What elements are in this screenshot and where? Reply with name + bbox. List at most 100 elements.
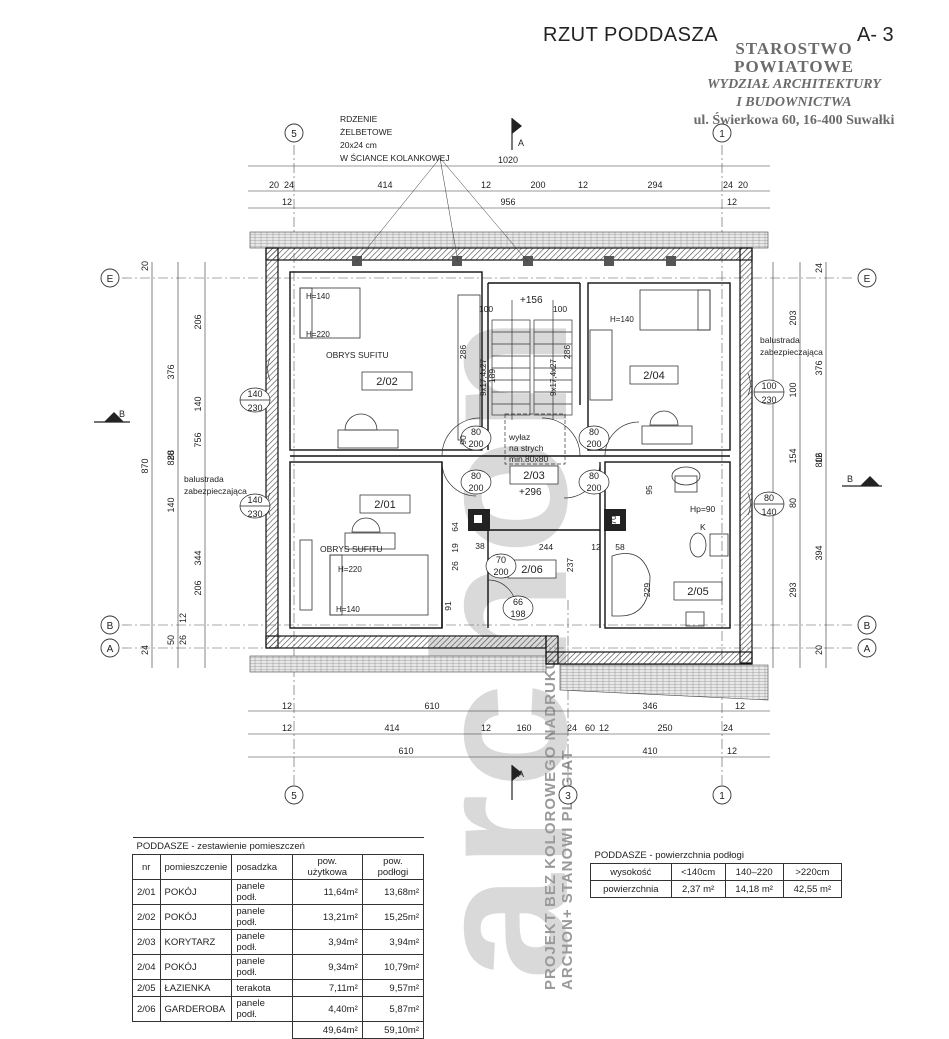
dim-label: 206	[193, 314, 203, 329]
table-cell: 2/04	[132, 954, 161, 980]
axis-label: 1	[719, 791, 725, 802]
opening-label: 198	[510, 609, 525, 619]
balustrade-note: zabezpieczająca	[184, 486, 247, 496]
axis-marker-E-left	[100, 268, 120, 288]
height-note: H=220	[338, 565, 362, 574]
inner-dim: 286	[458, 345, 468, 359]
opening-label: 66	[513, 597, 523, 607]
hatch-note: na strych	[509, 443, 544, 453]
section-marker-A-top: A	[511, 118, 524, 150]
table-total: 59,10m²	[361, 1021, 425, 1039]
area-table-label: powierzchnia	[590, 880, 672, 898]
dim-label: 12	[178, 613, 188, 623]
ceiling-outline-label: OBRYS SUFITU	[320, 544, 383, 554]
roof-edge-bottom-left	[249, 655, 547, 673]
opening-label: 80	[764, 493, 774, 503]
balustrade-note: balustrada	[184, 474, 224, 484]
dim-label: 60	[585, 723, 595, 733]
axis-marker-B-left	[100, 615, 120, 635]
inner-dim: 12	[591, 542, 601, 552]
opening-label: 70	[496, 555, 506, 565]
room-table-header: pomieszczenie	[159, 854, 233, 880]
dim-label: 346	[642, 701, 657, 711]
dim-label: 1020	[498, 155, 518, 165]
dim-label: 100	[788, 382, 798, 397]
table-cell: terakota	[231, 979, 293, 997]
table-cell: KORYTARZ	[159, 929, 233, 955]
stair-note: 9x17,4x27	[479, 359, 488, 396]
height-note: Hp=90	[690, 504, 716, 514]
dim-label: 80	[788, 498, 798, 508]
opening-label: 80	[589, 427, 599, 437]
stairs	[491, 300, 573, 420]
opening-label: 200	[468, 483, 483, 493]
dim-label: 140	[166, 497, 176, 512]
table-cell: >220cm	[782, 863, 843, 881]
dim-label: 610	[398, 746, 413, 756]
furniture	[299, 287, 729, 627]
dim-label: 24	[567, 723, 577, 733]
opening-label: 230	[247, 509, 262, 519]
opening-label: 200	[468, 439, 483, 449]
room-table-header: nr	[132, 854, 161, 880]
section-marker-A-bottom: A	[511, 765, 524, 800]
table-row: 2/06 GARDEROBA panele podł. 4,40m² 5,87m…	[132, 996, 425, 1022]
inner-dim: 100	[553, 304, 567, 314]
opening-label: 200	[493, 567, 508, 577]
table-cell: POKÓJ	[159, 904, 233, 930]
axis-label: A	[107, 644, 114, 655]
opening-label: 200	[586, 483, 601, 493]
core-note: RDZENIE	[340, 114, 378, 124]
axis-label: E	[864, 274, 871, 285]
walls	[265, 247, 753, 665]
dim-label: 140	[193, 396, 203, 411]
axis-label: B	[107, 621, 114, 632]
axis-marker-A-left	[100, 638, 120, 658]
axis-label: 1	[719, 129, 725, 140]
dim-label: 12	[282, 723, 292, 733]
inner-dim: 286	[562, 345, 572, 359]
inner-dim: 100	[479, 304, 493, 314]
room-table-header: pow. podłogi	[361, 854, 425, 880]
hatch-note: wyłaz	[508, 432, 530, 442]
inner-dim: 189	[487, 369, 497, 383]
table-cell: ŁAZIENKA	[159, 979, 233, 997]
k-note: K	[700, 522, 706, 532]
table-cell: GARDEROBA	[159, 996, 233, 1022]
opening-label: 140	[247, 389, 262, 399]
balustrade-note: zabezpieczająca	[760, 347, 823, 357]
dim-label: 154	[788, 448, 798, 463]
table-row: 2/05 ŁAZIENKA terakota 7,11m² 9,57m²	[132, 979, 425, 997]
dim-label: 20	[140, 261, 150, 271]
opening-label: 80	[471, 471, 481, 481]
dim-label: 12	[481, 723, 491, 733]
page-title: RZUT PODDASZA	[543, 24, 719, 46]
table-cell: 9,57m²	[361, 979, 425, 997]
room-label-2-03: 2/03	[523, 470, 544, 482]
room-table-header: pow. użytkowa	[291, 854, 363, 880]
table-total: 49,64m²	[291, 1021, 363, 1039]
dim-label: 24	[723, 180, 733, 190]
table-cell: 14,18 m²	[724, 880, 784, 898]
doors	[267, 357, 751, 609]
height-note: H=140	[610, 315, 634, 324]
dim-label: 410	[642, 746, 657, 756]
dim-label: 250	[657, 723, 672, 733]
office-stamp: STAROSTWO POWIATOWE WYDZIAŁ ARCHITEKTURY…	[676, 40, 912, 130]
table-cell: POKÓJ	[159, 879, 233, 905]
opening-label: 80	[471, 427, 481, 437]
svg-text:B: B	[847, 474, 853, 484]
dim-label: 12	[578, 180, 588, 190]
axis-label: 3	[565, 791, 571, 802]
inner-dim: 95	[644, 485, 654, 495]
dim-label: 12	[599, 723, 609, 733]
room-table-title: PODDASZE - zestawienie pomieszczeń	[132, 837, 424, 855]
dim-label: 12	[481, 180, 491, 190]
table-cell: 42,55 m²	[782, 880, 843, 898]
section-marker-B-left: B	[94, 409, 130, 423]
dim-label: 203	[788, 310, 798, 325]
dim-label: 24	[814, 263, 824, 273]
table-cell: 3,94m²	[291, 929, 363, 955]
opening-label: 140	[761, 507, 776, 517]
room-schedule-table: PODDASZE - zestawienie pomieszczeń nr po…	[132, 837, 425, 1039]
